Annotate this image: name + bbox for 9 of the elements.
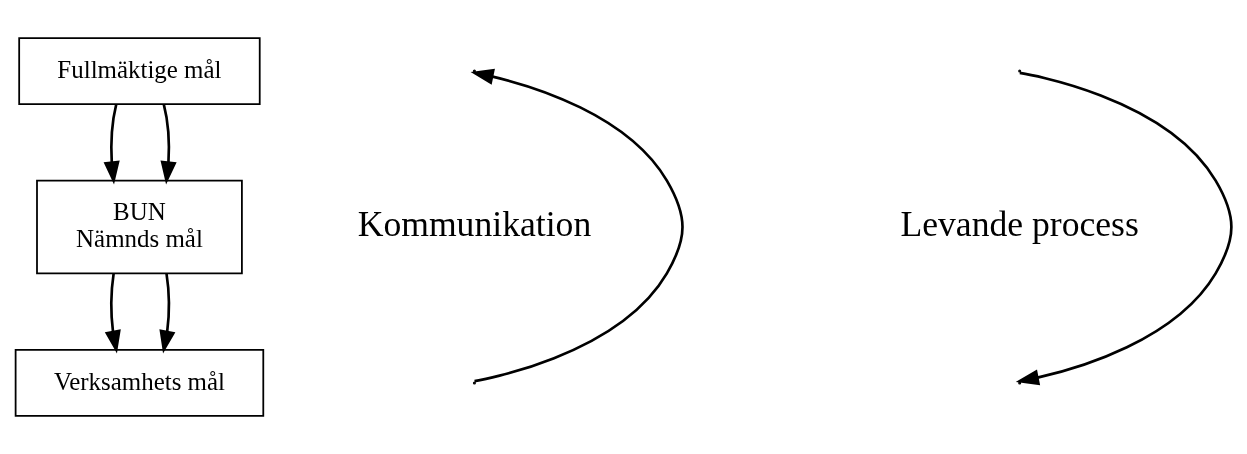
node-box: BUN Nämnds mål: [36, 179, 243, 275]
label: Kommunikation: [357, 203, 592, 244]
node-box: Fullmäktige mål: [18, 37, 261, 105]
arrow: [159, 273, 176, 354]
arrow: [103, 104, 120, 185]
arrow: [160, 104, 177, 185]
label: Levande process: [900, 203, 1139, 244]
node-box: Verksamhets mål: [14, 349, 265, 417]
arrow: [104, 273, 121, 354]
